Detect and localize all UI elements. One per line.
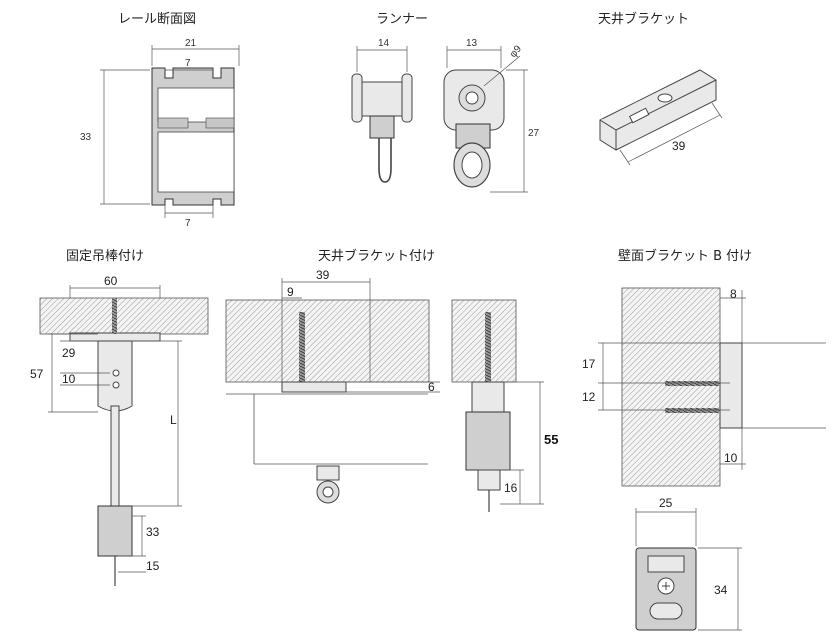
dim-wb-25: 25 — [659, 496, 673, 510]
title-rail-section: レール断面図 — [118, 12, 197, 27]
dim-cb-9: 9 — [287, 285, 294, 299]
dim-rod-l: L — [170, 413, 177, 427]
dim-rail-slot-top: 7 — [185, 58, 191, 69]
dim-cb-16: 16 — [504, 481, 518, 495]
dim-runner-wheel-dia: φ9 — [508, 43, 524, 60]
dim-wb-34: 34 — [714, 583, 728, 597]
dim-rail-slot-bottom: 7 — [185, 218, 191, 229]
fixed-rod-drawing: 60 57 29 10 L 33 15 — [30, 274, 209, 586]
title-runner: ランナー — [376, 12, 429, 27]
title-ceiling-bracket-mount: 天井ブラケット付け — [318, 249, 436, 264]
title-fixed-rod: 固定吊棒付け — [66, 249, 145, 264]
dim-wb-17: 17 — [582, 357, 596, 371]
dim-rail-height: 33 — [80, 132, 92, 143]
dim-rod-29: 29 — [62, 346, 76, 360]
title-wall-bracket-b: 壁面ブラケット B 付け — [618, 249, 753, 264]
rail-section-drawing: 21 7 33 7 — [80, 38, 240, 229]
dim-rod-57: 57 — [30, 367, 44, 381]
dim-runner-height: 27 — [528, 128, 540, 139]
dim-bracket-length: 39 — [672, 139, 686, 153]
dim-wb-8: 8 — [730, 287, 737, 301]
ceiling-bracket-drawing: 39 — [599, 69, 723, 166]
wall-bracket-b-drawing: 8 17 12 10 25 34 — [582, 287, 826, 631]
dim-rail-width: 21 — [185, 38, 197, 49]
dim-runner-width-front: 13 — [466, 38, 478, 49]
title-ceiling-bracket: 天井ブラケット — [598, 12, 690, 27]
dim-wb-12: 12 — [582, 390, 596, 404]
dim-rod-plate: 60 — [104, 274, 118, 288]
dim-rod-15: 15 — [146, 559, 160, 573]
dim-rod-33: 33 — [146, 525, 160, 539]
dim-rod-10: 10 — [62, 372, 76, 386]
dim-cb-39: 39 — [316, 268, 330, 282]
dim-cb-6: 6 — [428, 380, 435, 394]
dim-wb-10: 10 — [724, 451, 738, 465]
dim-runner-width-side: 14 — [378, 38, 390, 49]
dim-cb-55: 55 — [544, 432, 558, 447]
ceiling-bracket-mount-drawing: 39 9 6 55 16 — [225, 268, 558, 512]
runner-drawing: 14 13 φ9 27 — [351, 38, 540, 193]
